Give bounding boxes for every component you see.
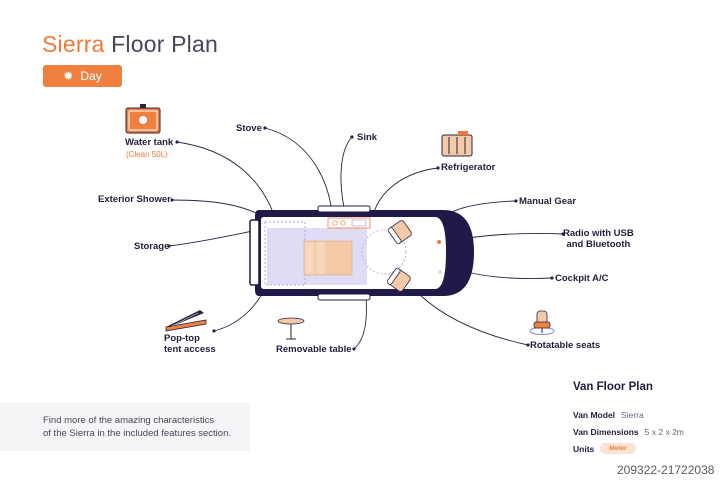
label-stove: Stove [236, 123, 262, 134]
spec-units: Units Meter [573, 443, 636, 454]
units-meter-badge[interactable]: Meter [600, 443, 636, 454]
label-poptop-line2: tent access [164, 344, 216, 355]
features-info-box: Find more of the amazing characteristics… [0, 403, 250, 451]
label-radio-line2: and Bluetooth [566, 239, 631, 250]
info-line-1: Find more of the amazing characteristics [43, 415, 215, 426]
spec-van-model: Van Model Sierra [573, 410, 644, 420]
spec-van-dimensions-key: Van Dimensions [573, 427, 639, 437]
label-manual-gear: Manual Gear [519, 196, 577, 207]
spec-van-model-value: Sierra [621, 410, 644, 420]
label-radio-line1: Radio with USB [563, 228, 634, 239]
label-sink: Sink [357, 132, 378, 143]
label-exterior-shower: Exterior Shower [98, 194, 171, 205]
label-cockpit-ac: Cockpit A/C [555, 273, 609, 284]
label-poptop-line1: Pop-top [164, 333, 200, 344]
specs-title: Van Floor Plan [573, 381, 653, 393]
label-rotatable-seats: Rotatable seats [530, 340, 601, 351]
poptop-tent-icon [165, 310, 207, 332]
label-storage: Storage [134, 241, 170, 252]
spec-van-dimensions-value: 5 x 2 x 2m [644, 427, 684, 437]
day-toggle-button[interactable]: ✹ Day [43, 65, 122, 87]
info-line-2: of the Sierra in the included features s… [43, 428, 232, 439]
label-refrigerator: Refrigerator [441, 162, 496, 173]
rotatable-seat-icon [529, 310, 555, 335]
table-icon [277, 317, 305, 340]
title-brand: Sierra [42, 31, 105, 57]
page-title: Sierra Floor Plan [42, 31, 218, 58]
label-water-tank-capacity: (Clean 50L) [126, 150, 168, 159]
van-interior [264, 217, 412, 292]
spec-van-dimensions: Van Dimensions 5 x 2 x 2m [573, 427, 684, 437]
leader-dots [167, 126, 565, 351]
label-water-tank: Water tank [125, 137, 174, 148]
title-rest: Floor Plan [104, 31, 218, 57]
features-info-text: Find more of the amazing characteristics… [43, 414, 243, 440]
refrigerator-icon [441, 131, 473, 157]
spec-units-key: Units [573, 443, 595, 454]
water-tank-icon [125, 104, 161, 134]
spec-van-model-key: Van Model [573, 410, 616, 420]
day-label: Day [80, 69, 102, 83]
label-removable-table: Removable table [276, 344, 352, 355]
sun-icon: ✹ [63, 69, 74, 83]
image-id-watermark: 209322-21722038 [617, 463, 715, 477]
